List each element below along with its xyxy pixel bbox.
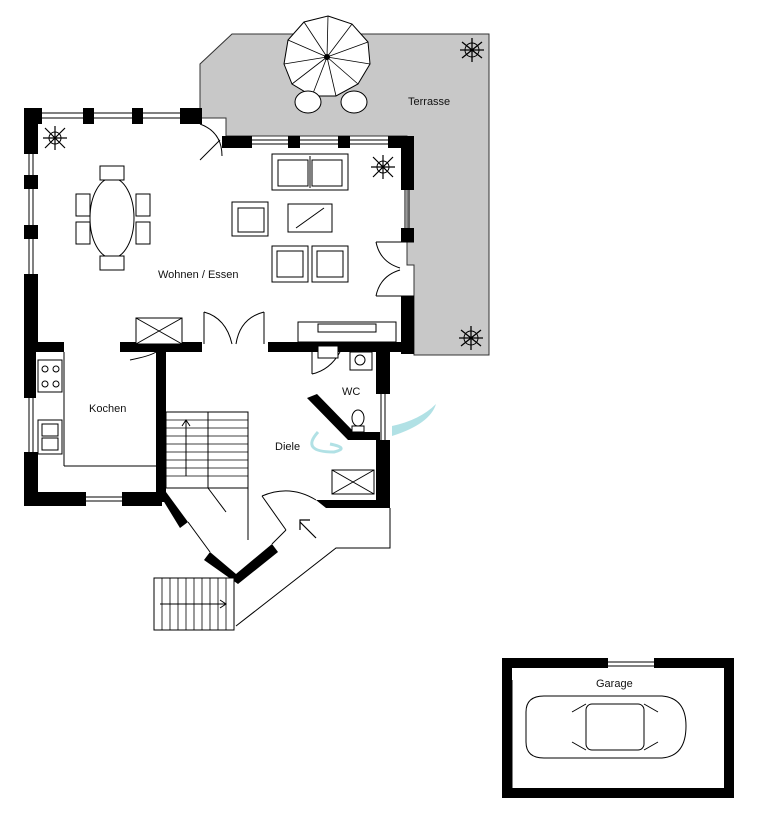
label-living-dining: Wohnen / Essen <box>158 269 239 281</box>
armchair <box>231 201 269 237</box>
parasol-icon <box>283 15 371 97</box>
washbasin-icon <box>349 351 373 371</box>
sideboard <box>135 317 183 345</box>
coffee-table <box>287 203 333 233</box>
car-icon <box>525 695 687 759</box>
sofa <box>271 153 349 191</box>
dining-table <box>75 165 151 271</box>
label-garage: Garage <box>596 678 633 690</box>
label-wc: WC <box>342 386 360 398</box>
armchair <box>271 245 309 283</box>
entrance-arrow-icon <box>299 519 317 539</box>
garage <box>502 658 734 798</box>
heater-icon <box>317 345 339 359</box>
sink-icon <box>37 419 63 455</box>
hall-cabinet <box>331 469 375 495</box>
plant-icon <box>460 38 484 62</box>
staircase <box>165 411 249 540</box>
plant-icon <box>371 155 395 179</box>
outdoor-stairs <box>153 577 235 631</box>
label-kitchen: Kochen <box>89 403 126 415</box>
toilet-icon <box>351 409 365 433</box>
label-terrace: Terrasse <box>408 96 450 108</box>
stove-icon <box>37 359 63 393</box>
plant-icon <box>43 126 67 150</box>
label-hall: Diele <box>275 441 300 453</box>
watermark-logo <box>310 404 436 454</box>
armchair <box>311 245 349 283</box>
fireplace <box>297 321 397 343</box>
terrace-chair-icon <box>294 90 368 114</box>
plant-icon <box>459 326 483 350</box>
